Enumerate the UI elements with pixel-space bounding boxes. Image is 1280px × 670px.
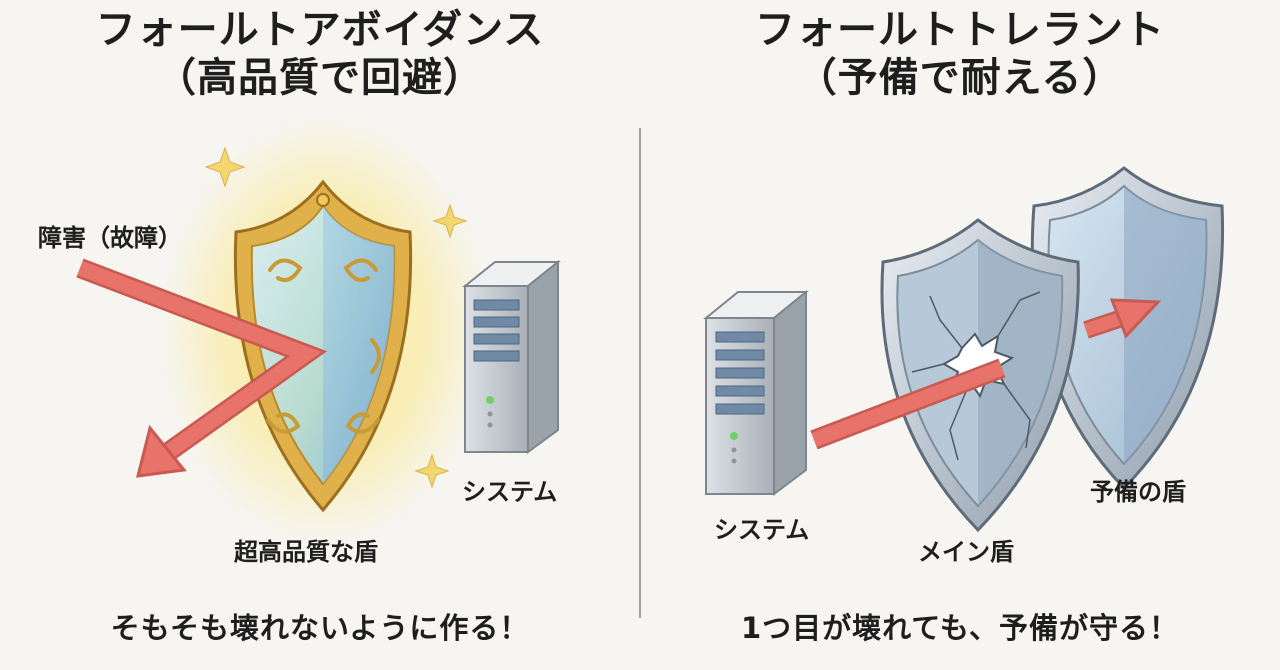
- spare-shield-label: 予備の盾: [1090, 478, 1186, 506]
- high-quality-shield-label: 超高品質な盾: [234, 538, 378, 566]
- fault-avoidance-title: フォールトアボイダンス: [95, 7, 545, 53]
- left-panel-title: フォールトアボイダンス （高品質で回避）: [0, 6, 640, 102]
- left-caption: そもそも壊れないように作る！: [110, 611, 530, 645]
- gold-shield-icon: [233, 179, 413, 513]
- penetrating-arrow-icon: [810, 298, 1162, 450]
- fault-arrow-icon: [76, 258, 328, 478]
- left-system-label: システム: [462, 478, 558, 506]
- server-icon: [462, 259, 561, 454]
- panel-divider: [639, 128, 641, 618]
- fault-tolerant-subtitle: （予備で耐える）: [796, 55, 1124, 101]
- server-icon: [703, 289, 809, 496]
- right-caption: 1つ目が壊れても、予備が守る！: [741, 611, 1179, 645]
- right-panel-title: フォールトトレラント （予備で耐える）: [640, 6, 1280, 102]
- fault-tolerant-title: フォールトトレラント: [755, 7, 1165, 53]
- main-shield-label: メイン盾: [918, 538, 1014, 566]
- fault-avoidance-subtitle: （高品質で回避）: [156, 55, 484, 101]
- right-system-label: システム: [714, 516, 810, 544]
- fault-label: 障害（故障）: [38, 224, 182, 252]
- sparkle-icon: [204, 146, 468, 489]
